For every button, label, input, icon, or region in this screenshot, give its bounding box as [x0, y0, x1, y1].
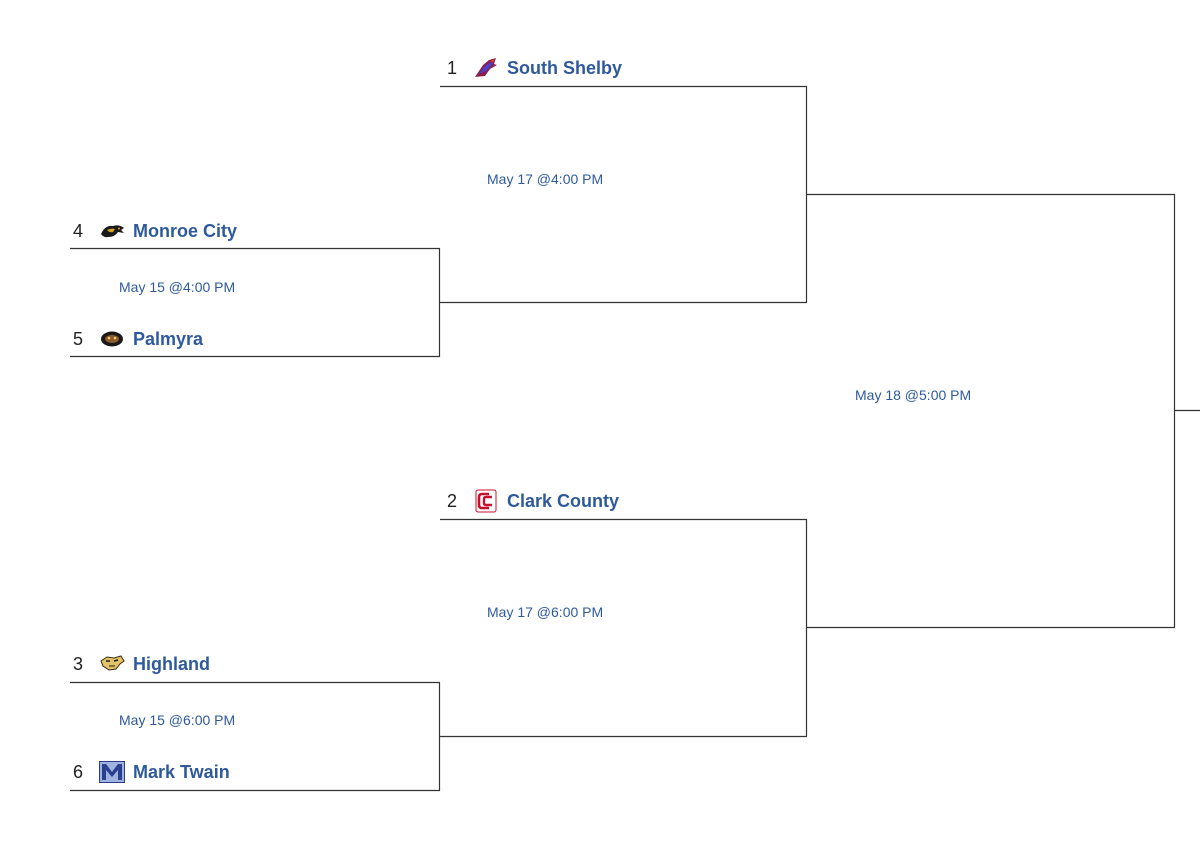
seed: 2 — [447, 490, 458, 511]
seed: 6 — [73, 761, 84, 782]
team-highland: 3 Highland — [73, 650, 210, 678]
game-time-round1-game1: May 15 @4:00 PM — [119, 279, 236, 295]
seed: 4 — [73, 220, 84, 241]
south-shelby-cardinal-icon — [473, 56, 499, 80]
monroe-city-panther-icon — [99, 219, 125, 243]
team-monroe-city: 4 Monroe City — [73, 217, 237, 245]
team-name-link[interactable]: Highland — [133, 653, 210, 674]
mark-twain-m-icon — [99, 760, 125, 784]
team-name-link[interactable]: Monroe City — [133, 220, 238, 241]
seed: 3 — [73, 653, 84, 674]
game-time-semifinal-1: May 17 @4:00 PM — [487, 171, 604, 187]
palmyra-panther-icon — [99, 327, 125, 351]
semifinal2-connector — [440, 518, 808, 737]
highland-cougar-icon — [99, 652, 125, 676]
team-name-link[interactable]: Mark Twain — [133, 761, 230, 782]
game-time-final: May 18 @5:00 PM — [855, 387, 972, 403]
final-connector — [806, 193, 1176, 629]
clark-county-cc-icon — [473, 489, 499, 513]
team-palmyra: 5 Palmyra — [73, 325, 203, 353]
team-south-shelby: 1 South Shelby — [447, 54, 622, 82]
team-name-link[interactable]: Clark County — [507, 490, 620, 511]
semifinal1-connector — [440, 85, 808, 303]
team-mark-twain: 6 Mark Twain — [73, 758, 230, 786]
team-clark-county: 2 Clark County — [447, 487, 619, 515]
team-name-link[interactable]: Palmyra — [133, 328, 204, 349]
seed: 5 — [73, 328, 84, 349]
team-name-link[interactable]: South Shelby — [507, 57, 623, 78]
game-time-semifinal-2: May 17 @6:00 PM — [487, 604, 604, 620]
game-time-round1-game2: May 15 @6:00 PM — [119, 712, 236, 728]
seed: 1 — [447, 57, 458, 78]
